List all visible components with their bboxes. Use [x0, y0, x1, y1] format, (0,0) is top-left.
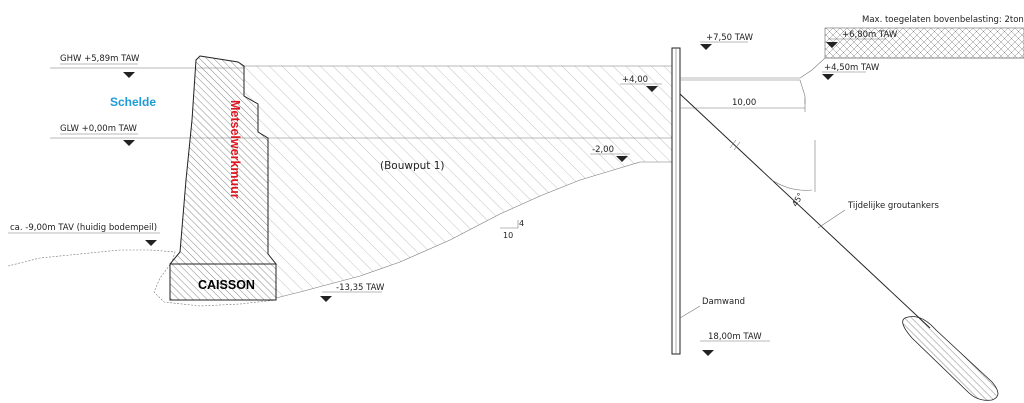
level-marker-ticks	[8, 38, 886, 342]
surcharge-marker	[826, 42, 838, 48]
slope-run-label: 10	[503, 231, 513, 240]
slope-indicator	[500, 220, 519, 229]
river-label: Schelde	[110, 95, 156, 109]
top-400-marker	[646, 86, 658, 92]
damwand-leader	[679, 305, 701, 319]
damwand-bottom-label: 18,00m TAW	[708, 332, 762, 342]
top-400-label: +4,00	[622, 75, 648, 85]
level-markers	[123, 42, 838, 356]
surcharge-level-label: +6,80m TAW	[842, 30, 898, 40]
wall-label: Metselwerkmuur	[228, 100, 242, 199]
ghw-label: GHW +5,89m TAW	[60, 54, 140, 64]
caisson-label: CAISSON	[198, 278, 255, 292]
ghw-marker	[123, 72, 135, 78]
anchor-angle-arc	[771, 179, 813, 191]
caisson-outline	[169, 263, 277, 301]
level-200-label: -2,00	[592, 145, 614, 155]
quay-level-label: +4,50m TAW	[824, 63, 880, 73]
caisson-bottom-marker	[320, 296, 332, 302]
distance-label: 10,00	[732, 98, 756, 108]
anchors-label: Tijdelijke groutankers	[847, 201, 939, 211]
bottom-level-marker	[145, 240, 157, 246]
excavation-slope	[275, 161, 672, 299]
glw-marker	[123, 140, 135, 146]
angle-label: 45°	[790, 191, 805, 208]
ground-anchor-rod	[679, 93, 931, 329]
top-750-label: +7,50 TAW	[706, 33, 754, 43]
quay-level-marker	[822, 74, 834, 80]
max-load-label: Max. toegelaten bovenbelasting: 2ton/m²	[862, 15, 1024, 25]
caisson-bottom-label: -13,35 TAW	[336, 283, 385, 293]
anchor-tick	[729, 139, 741, 151]
bouwput-label: (Bouwput 1)	[380, 160, 445, 172]
grout-body	[902, 316, 999, 401]
damwand-label: Damwand	[702, 297, 745, 307]
anchor-leader	[817, 209, 846, 229]
glw-label: GLW +0,00m TAW	[60, 124, 138, 134]
top-750-marker	[700, 44, 712, 50]
damwand-bottom-marker	[702, 350, 714, 356]
surcharge-zone	[824, 27, 1024, 59]
slope-rise-label: 4	[519, 219, 524, 228]
bottom-level-label: ca. -9,00m TAV (huidig bodempeil)	[10, 223, 157, 233]
soil-fill	[244, 66, 672, 298]
level-200-marker	[616, 156, 628, 162]
